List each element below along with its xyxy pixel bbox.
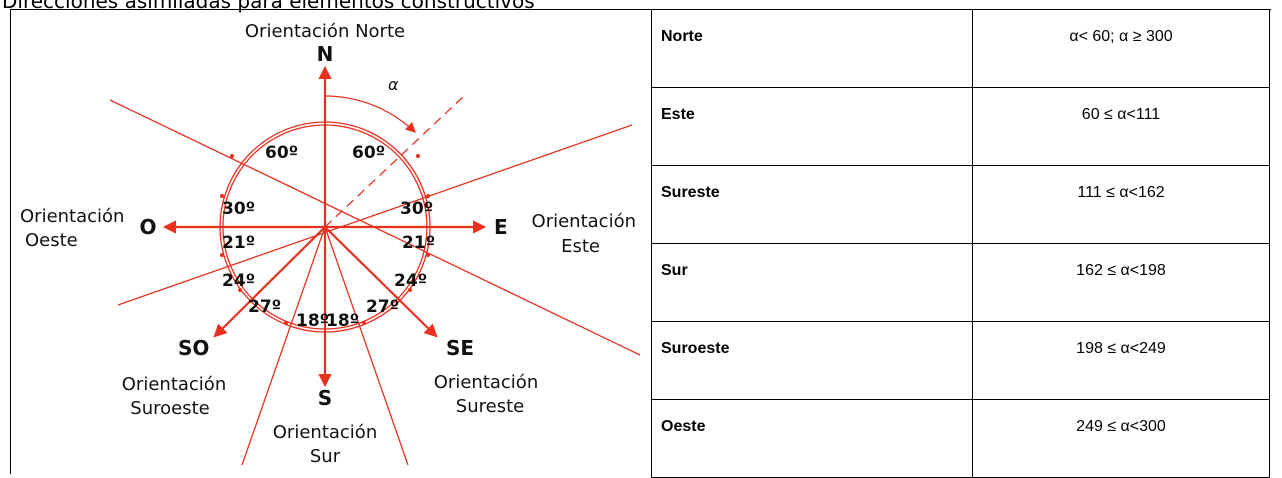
southwest-label-1: Orientación [122,374,226,395]
west-label-2: Oeste [25,230,78,251]
southwest-letter: SO [178,336,209,360]
orientation-name: Oeste [651,399,973,478]
angle-southwest-upper: 24º [222,271,255,291]
south-label-2: Sur [310,446,341,467]
west-label-1: Orientación [20,206,124,227]
east-label-1: Orientación [532,211,636,232]
angle-south-left: 18º [296,311,329,331]
angle-range: 111 ≤ α<162 [972,165,1270,244]
south-label-1: Orientación [273,422,377,443]
orientation-table: Norte α< 60; α ≥ 300 Este 60 ≤ α<111 Sur… [651,9,1270,478]
south-letter: S [318,386,332,410]
angle-east-lower: 21º [402,233,435,253]
angle-range: 60 ≤ α<111 [972,87,1270,166]
table-row: Sur 162 ≤ α<198 [651,243,1270,322]
table-row: Norte α< 60; α ≥ 300 [651,9,1270,88]
north-letter: N [317,42,334,66]
orientation-name: Sur [651,243,973,322]
west-letter: O [139,215,156,239]
angle-east-upper: 30º [400,199,433,219]
southeast-letter: SE [446,336,474,360]
southwest-label-2: Suroeste [130,398,209,419]
east-letter: E [494,215,508,239]
angle-south-right: 18º [326,311,359,331]
southeast-label-2: Sureste [456,396,524,417]
angle-range: α< 60; α ≥ 300 [972,9,1270,88]
angle-north-right: 60º [352,143,385,163]
north-label: Orientación Norte [245,21,405,42]
alpha-symbol: α [388,75,399,94]
table-row: Oeste 249 ≤ α<300 [651,399,1270,478]
orientation-name: Este [651,87,973,166]
angle-north-left: 60º [265,143,298,163]
angle-range: 249 ≤ α<300 [972,399,1270,478]
orientation-name: Suroeste [651,321,973,400]
east-label-2: Este [561,236,600,257]
angle-range: 162 ≤ α<198 [972,243,1270,322]
table-row: Este 60 ≤ α<111 [651,87,1270,166]
orientation-name: Norte [651,9,973,88]
table-row: Sureste 111 ≤ α<162 [651,165,1270,244]
orientation-name: Sureste [651,165,973,244]
angle-west-upper: 30º [222,199,255,219]
angle-west-lower: 21º [222,233,255,253]
angle-southeast-lower: 27º [366,297,399,317]
southeast-label-1: Orientación [434,372,538,393]
orientation-diagram: Orientación Norte N α E Orientación Este… [10,10,650,477]
angle-southwest-lower: 27º [248,297,281,317]
table-frame [10,9,1271,474]
angle-range: 198 ≤ α<249 [972,321,1270,400]
angle-southeast-upper: 24º [394,271,427,291]
table-row: Suroeste 198 ≤ α<249 [651,321,1270,400]
